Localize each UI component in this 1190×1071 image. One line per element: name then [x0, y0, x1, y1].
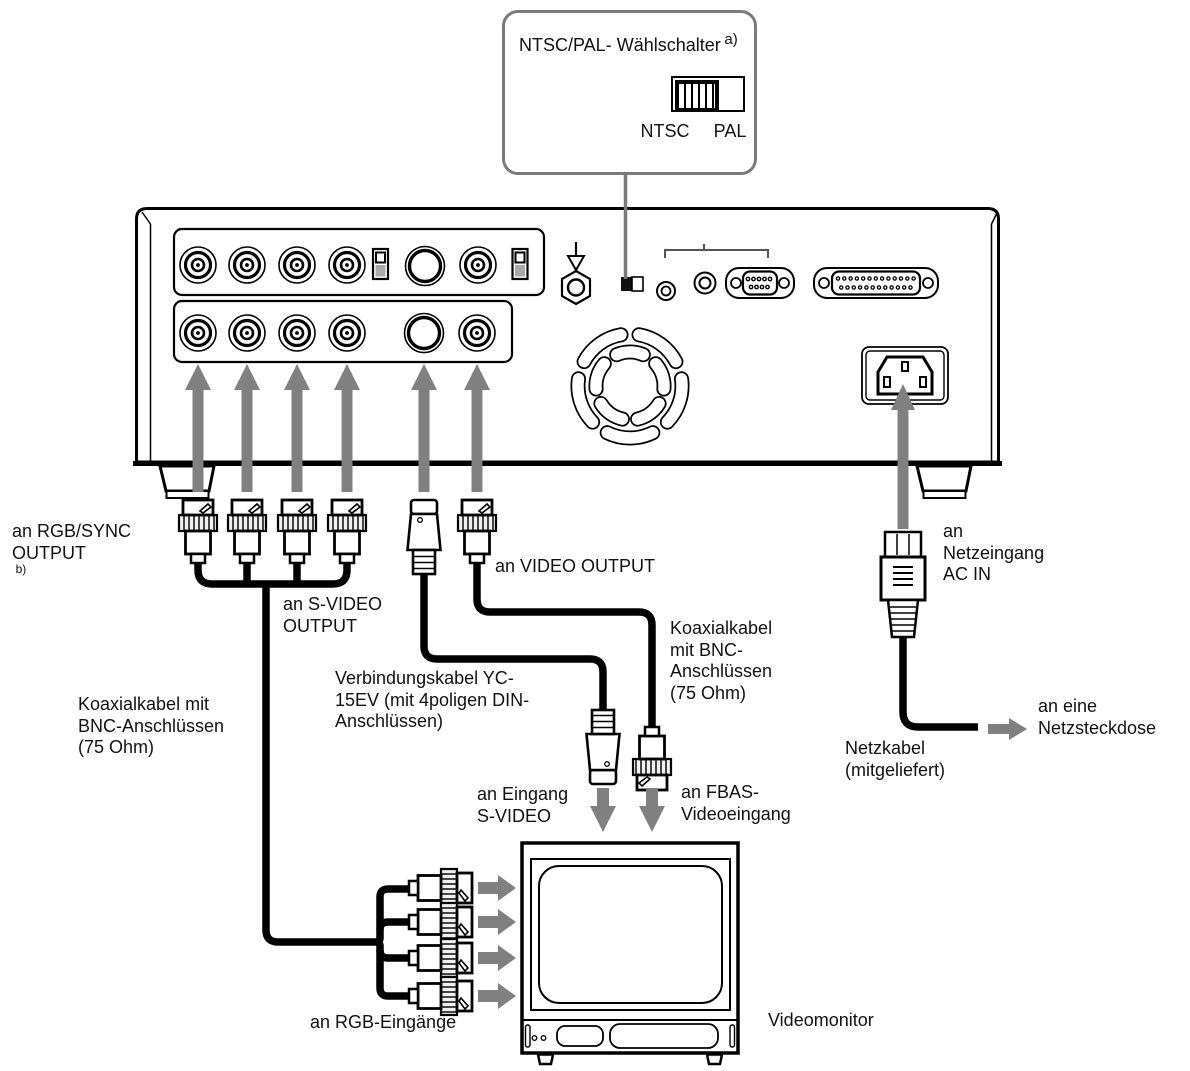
label-rgb-inputs: an RGB-Eingänge [310, 1012, 457, 1032]
remote-minijack [693, 271, 717, 295]
svideo-plug-up [406, 498, 442, 576]
power-cable [899, 637, 978, 731]
label-video-output: an VIDEO OUTPUT [495, 556, 656, 576]
video-input-bnc-jack [458, 245, 498, 285]
switch-label-pal: PAL [713, 121, 747, 141]
monitor-screen [538, 865, 723, 1004]
ntsc-pal-callout: NTSC/PAL- Wählschalter a) NTSC PAL [502, 10, 757, 175]
video-output-bnc-jack [457, 313, 497, 353]
svideo-cable [420, 574, 607, 710]
fan-vent [570, 327, 690, 446]
video-bnc-plug-up [456, 498, 498, 565]
d-sub-25-connector [813, 267, 939, 299]
rgb-sync-bnc-plugs-up [177, 498, 368, 565]
termination-switch-icon [511, 247, 529, 281]
label-fbas-input: an FBAS-Videoeingang [681, 782, 791, 824]
arrow-up-icon [334, 364, 360, 492]
label-connecting-cable: Verbindungskabel YC-15EV (mit 4poligen D… [335, 668, 530, 731]
svideo-output-jack [402, 311, 446, 355]
remote-minijack [656, 281, 676, 301]
d-sub-9-connector [725, 267, 795, 299]
video-monitor [520, 841, 740, 1066]
svideo-input-jack [403, 244, 447, 288]
monitor-foot [705, 1053, 724, 1066]
ground-terminal-icon [560, 242, 592, 306]
arrow-down-icon [639, 788, 665, 832]
rgb-bnc-plugs-right [407, 867, 474, 1017]
power-plug [879, 530, 927, 639]
arrow-down-icon [590, 788, 616, 832]
arrow-right-icon [478, 945, 516, 971]
rgb-cable-main [262, 584, 376, 946]
printer-rear-panel [133, 207, 1002, 499]
rgb-cable-bus [194, 556, 351, 588]
monitor-foot [536, 1053, 555, 1066]
arrow-up-icon [464, 364, 490, 492]
label-power-cord: Netzkabel(mitgeliefert) [845, 738, 946, 780]
ntsc-pal-switch [621, 276, 644, 292]
video-coax-cable [473, 558, 656, 728]
slide-switch-icon [671, 76, 745, 112]
device-foot-right [915, 464, 973, 499]
switch-knob [675, 80, 719, 112]
arrow-right-icon [478, 875, 516, 901]
arrow-up-icon [411, 364, 437, 492]
svideo-plug-down [585, 708, 621, 786]
label-video-monitor: Videomonitor [768, 1010, 874, 1030]
arrow-right-icon [478, 983, 516, 1009]
device-foot-left [158, 464, 216, 499]
arrow-up-icon [284, 364, 310, 492]
arrow-up-icon [891, 384, 915, 529]
cables [194, 556, 978, 1000]
label-rgb-sync-output: an RGB/SYNC OUTPUT b) [12, 521, 132, 576]
arrow-right-icon [478, 909, 516, 935]
switch-label-ntsc: NTSC [640, 121, 690, 141]
arrow-up-icon [185, 364, 211, 492]
termination-switch-icon [371, 247, 390, 281]
arrow-right-icon [988, 718, 1027, 740]
fbas-bnc-plug-down [631, 725, 673, 792]
arrow-up-icon [234, 364, 260, 492]
flow-arrows [185, 364, 1027, 1009]
group-bracket [664, 244, 769, 258]
callout-caption: NTSC/PAL- Wählschalter a) [519, 31, 738, 55]
